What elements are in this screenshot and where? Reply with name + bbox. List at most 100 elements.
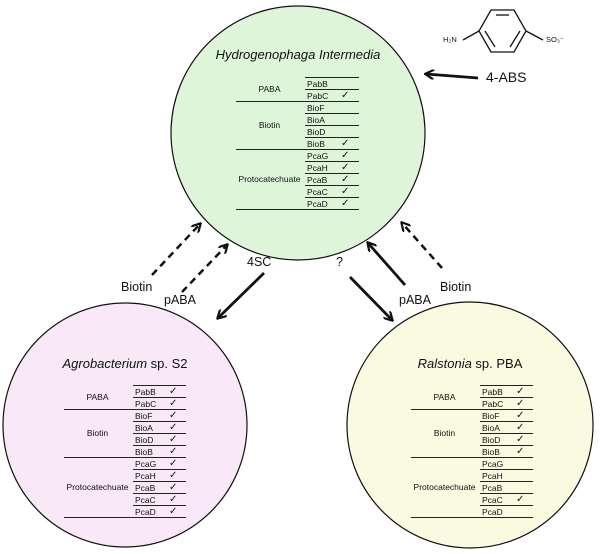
gene-row-separator [305, 161, 359, 162]
gene-name: BioB [307, 139, 325, 149]
gene-name: PabC [482, 399, 504, 409]
group-label: Protocatechuate [238, 174, 301, 184]
gene-check-mark: ✓ [169, 506, 178, 517]
gene-name: PcaB [307, 175, 328, 185]
gene-check-mark: ✓ [516, 422, 525, 433]
gene-row-separator [480, 481, 533, 482]
gene-row-separator [305, 137, 359, 138]
gene-name: PcaB [482, 483, 503, 493]
gene-name: BioD [135, 435, 154, 445]
biotin-right-label: Biotin [440, 280, 472, 294]
gene-name: BioB [482, 447, 500, 457]
four-abs-arrow [426, 74, 479, 78]
gene-name: BioD [482, 435, 501, 445]
group-label: PABA [433, 392, 456, 402]
gene-check-mark: ✓ [169, 386, 178, 397]
ralstonia-title-italic: Ralstonia [417, 356, 472, 371]
gene-name: BioF [482, 411, 500, 421]
gene-name: PcaG [482, 459, 504, 469]
gene-check-mark: ✓ [169, 398, 178, 409]
amine-label: H₂N [443, 35, 457, 44]
table-top-line [305, 77, 359, 78]
group-label: Biotin [86, 428, 109, 438]
gene-check-mark: ✓ [516, 434, 525, 445]
paba-left-label: pABA [164, 293, 196, 307]
gene-name: PcaH [135, 471, 156, 481]
gene-name: BioA [135, 423, 153, 433]
gene-name: BioB [135, 447, 153, 457]
biotin-right-dashed-arrow [402, 223, 443, 269]
group-label: Biotin [433, 428, 456, 438]
gene-check-mark: ✓ [169, 470, 178, 481]
gene-name: PcaG [135, 459, 157, 469]
table-top-line [133, 385, 186, 386]
gene-check-mark: ✓ [169, 422, 178, 433]
gene-name: PcaC [307, 187, 328, 197]
biotin-left-dashed-arrow [151, 224, 200, 276]
gene-name: PcaB [135, 483, 156, 493]
group-label: Protocatechuate [66, 482, 129, 492]
ralstonia-title-plain: sp. PBA [471, 356, 523, 371]
gene-name: BioA [482, 423, 500, 433]
gene-check-mark: ✓ [341, 162, 350, 173]
gene-check-mark: ✓ [341, 174, 350, 185]
gene-name: PcaD [482, 507, 503, 517]
gene-check-mark: ✓ [169, 446, 178, 457]
group-separator-line [236, 149, 359, 150]
gene-row-separator [305, 113, 359, 114]
gene-check-mark: ✓ [341, 186, 350, 197]
four-sc-label: 4SC [247, 255, 272, 269]
paba-right-arrow [368, 243, 407, 286]
gene-row-separator [480, 505, 533, 506]
group-label: Protocatechuate [413, 482, 476, 492]
question-label: ? [336, 255, 343, 269]
ralstonia-circle [346, 301, 594, 549]
gene-name: BioF [307, 103, 325, 113]
gene-name: PcaC [482, 495, 503, 505]
gene-check-mark: ✓ [341, 138, 350, 149]
gene-name: BioA [307, 115, 325, 125]
gene-name: PabB [307, 79, 328, 89]
group-separator-line [236, 209, 359, 210]
hydrogenophaga-circle [170, 5, 426, 261]
hydrogenophaga-title-italic: Hydrogenophaga Intermedia [215, 47, 381, 62]
gene-row-separator [480, 433, 533, 434]
gene-name: PcaC [135, 495, 156, 505]
group-label: PABA [86, 392, 109, 402]
agrobacterium-circle [2, 302, 248, 548]
gene-row-separator [133, 433, 186, 434]
group-separator-line [64, 457, 186, 458]
gene-name: BioF [135, 411, 153, 421]
hydrogenophaga-title: Hydrogenophaga Intermedia [198, 48, 398, 61]
group-separator-line [64, 517, 186, 518]
gene-check-mark: ✓ [169, 410, 178, 421]
gene-name: PcaH [307, 163, 328, 173]
gene-name: PabC [307, 91, 329, 101]
four-sc-arrow [218, 271, 265, 318]
gene-check-mark: ✓ [516, 398, 525, 409]
gene-row-separator [133, 493, 186, 494]
gene-name: PcaG [307, 151, 329, 161]
gene-row-separator [480, 421, 533, 422]
gene-name: BioD [307, 127, 326, 137]
table-top-line [480, 385, 533, 386]
question-arrow [348, 276, 392, 320]
gene-check-mark: ✓ [341, 150, 350, 161]
paba-left-dashed-arrow [181, 245, 227, 293]
ralstonia-title: Ralstonia sp. PBA [370, 357, 570, 370]
gene-row-separator [133, 505, 186, 506]
gene-name: PcaH [482, 471, 503, 481]
gene-row-separator [480, 397, 533, 398]
gene-name: PabB [482, 387, 503, 397]
group-separator-line [411, 517, 533, 518]
four-abs-label: 4-ABS [486, 69, 527, 85]
gene-row-separator [480, 493, 533, 494]
biotin-left-label: Biotin [121, 280, 153, 294]
group-separator-line [236, 101, 359, 102]
gene-row-separator [480, 469, 533, 470]
gene-row-separator [305, 197, 359, 198]
gene-check-mark: ✓ [516, 386, 525, 397]
